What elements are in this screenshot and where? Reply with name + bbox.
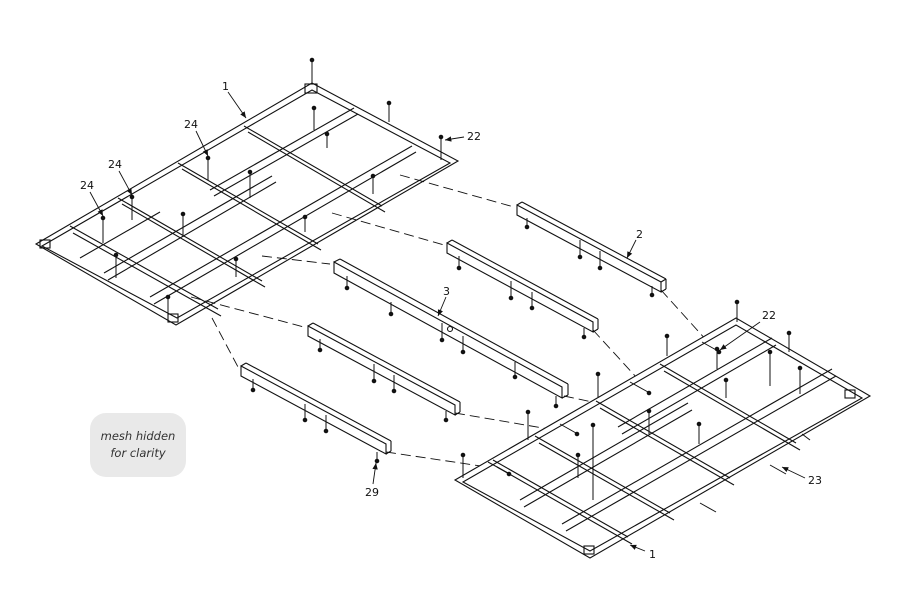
callout-frame-right: 1 [649,548,656,561]
rail-lower-mid-pins [317,339,449,423]
callout-24-b: 24 [108,158,122,171]
callout-rail-29: 29 [365,486,379,499]
right-frame [453,317,872,559]
callout-leaders [89,91,806,552]
rail-3-pins [344,276,559,409]
right-frame-bolts [487,341,811,513]
callout-22-right: 22 [762,309,776,322]
callout-24-c: 24 [80,179,94,192]
callout-23: 23 [808,474,822,487]
callout-22-left: 22 [467,130,481,143]
rail-lower-mid [307,322,461,416]
mesh-hidden-note: mesh hidden for clarity [90,413,186,477]
left-frame [34,82,460,326]
rail-upper-mid-pins [456,256,587,340]
rail-29-pins [250,379,380,464]
rail-upper-mid [446,239,599,333]
callout-24-a: 24 [184,118,198,131]
note-line-1: mesh hidden [100,429,176,443]
callout-frame-left: 1 [222,80,229,93]
rail-3 [333,258,569,399]
callout-rail-3: 3 [443,285,450,298]
callout-rail-2: 2 [636,228,643,241]
rail-29 [240,362,392,455]
rail-2-pins [524,218,655,298]
rail-2 [516,201,667,293]
left-frame-pins [100,57,444,316]
note-line-2: for clarity [110,446,166,460]
